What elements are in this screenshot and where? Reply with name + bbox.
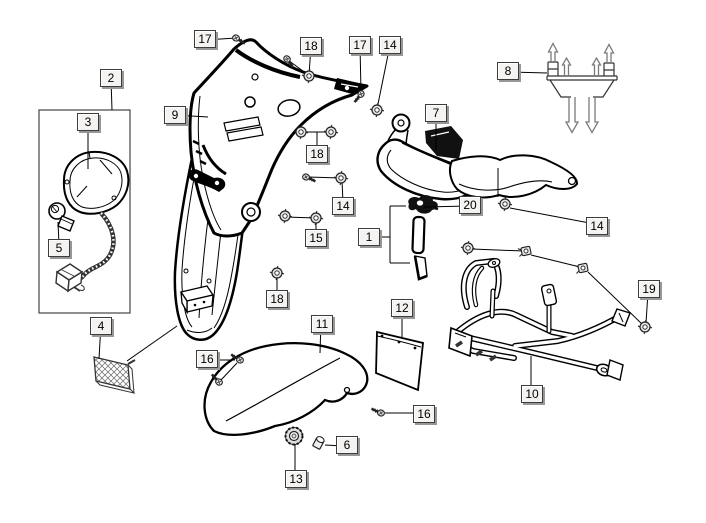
tail-lamp-assembly (38, 109, 131, 314)
bushing (312, 436, 325, 450)
callout-18-middle[interactable]: 18 (306, 145, 328, 163)
screw-icon (300, 172, 318, 184)
callout-3[interactable]: 3 (77, 113, 99, 131)
nut-icon (277, 208, 293, 224)
nut-icon (369, 102, 385, 118)
callout-9[interactable]: 9 (164, 106, 186, 124)
callout-17-top-left[interactable]: 17 (194, 30, 216, 48)
direction-arrows (547, 42, 615, 134)
mud-flap (375, 330, 424, 392)
subframe (448, 257, 631, 381)
hinge-boss (241, 202, 261, 222)
leader-lines (57, 37, 649, 477)
callout-19[interactable]: 19 (638, 280, 660, 298)
body-panel (188, 38, 369, 238)
trim-strips (411, 215, 428, 281)
callout-20[interactable]: 20 (459, 196, 481, 214)
clip-icon (574, 262, 589, 275)
plate-light-housing (179, 285, 215, 315)
reflector (93, 356, 136, 395)
panel-oval-hole (277, 99, 301, 117)
callout-5[interactable]: 5 (48, 239, 70, 257)
screw-icon (369, 406, 387, 418)
callout-14-middle[interactable]: 14 (332, 197, 354, 215)
callout-18-top[interactable]: 18 (300, 37, 322, 55)
lamp-cable (73, 211, 116, 282)
speed-clip (408, 195, 439, 214)
nut-icon (333, 170, 349, 186)
callout-18-lower[interactable]: 18 (266, 290, 288, 308)
nut-icon (323, 124, 339, 140)
callout-4[interactable]: 4 (90, 317, 112, 335)
callout-14-top[interactable]: 14 (379, 36, 401, 54)
carrier-cover (448, 154, 578, 199)
callout-14-right[interactable]: 14 (586, 217, 608, 235)
screw-icon (230, 33, 248, 46)
callout-17-top-right[interactable]: 17 (349, 36, 371, 54)
callout-16-right[interactable]: 16 (413, 405, 435, 423)
callout-13[interactable]: 13 (285, 470, 307, 488)
nut-icon (497, 196, 513, 212)
callout-11[interactable]: 11 (311, 315, 333, 333)
front-fender (203, 342, 369, 436)
callout-10[interactable]: 10 (521, 385, 543, 403)
callout-6[interactable]: 6 (336, 436, 358, 454)
callout-1[interactable]: 1 (358, 228, 380, 246)
nut-icon (308, 210, 324, 226)
luggage-carrier (376, 113, 578, 201)
callout-16-left[interactable]: 16 (196, 350, 218, 368)
carrier-rubber-pad (425, 126, 463, 159)
lamp-housing (62, 150, 130, 215)
mounting-bracket-schematic (546, 42, 618, 134)
callout-8[interactable]: 8 (497, 62, 519, 80)
bulb (48, 202, 75, 232)
callout-2[interactable]: 2 (100, 69, 122, 87)
nut-icon (269, 265, 285, 281)
callout-7[interactable]: 7 (425, 104, 447, 122)
nut-icon (460, 240, 476, 256)
callout-12[interactable]: 12 (391, 299, 413, 317)
callout-15[interactable]: 15 (305, 229, 327, 247)
collar-nut (284, 426, 304, 446)
cable-connector (55, 263, 85, 293)
group-box-2 (38, 109, 131, 314)
